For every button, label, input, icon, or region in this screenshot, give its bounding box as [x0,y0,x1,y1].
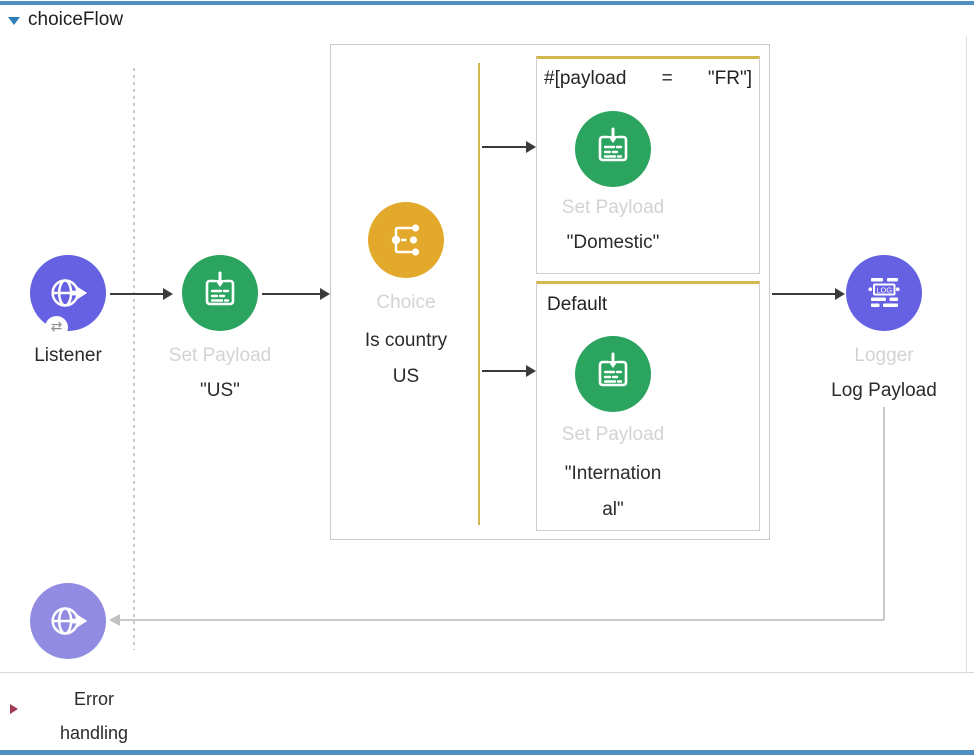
default-branch-box[interactable]: Default Set Payload [536,281,760,531]
set-payload-international-node[interactable]: Set Payload "Internation al" [528,336,698,520]
logger-type-label: Logger [854,345,914,366]
choice-node[interactable]: Choice Is country US [321,202,491,387]
choice-router-line [478,63,480,525]
flow-selection-border-top [0,1,974,5]
http-listener-globe-icon [45,270,91,316]
flow-selection-border-bottom [0,750,974,755]
flow-collapse-toggle-icon[interactable] [8,17,20,25]
error-handling-divider [0,672,974,673]
set-payload-us-node[interactable]: Set Payload "US" [135,255,305,401]
set-payload-domestic-type-label: Set Payload [561,197,665,218]
set-payload-icon [591,127,635,171]
when-branch-box[interactable]: #[payload = "FR"] [536,56,760,274]
choice-circle[interactable] [368,202,444,278]
set-payload-international-name-label: "Internation al" [564,463,662,520]
when-condition-expression[interactable]: #[payload = "FR"] [544,68,752,89]
choice-scope-container[interactable]: Choice Is country US #[payload = "FR"] [330,44,770,540]
choice-type-label: Choice [376,292,436,313]
source-separator [133,68,135,650]
set-payload-us-name-label: "US" [200,380,240,401]
set-payload-domestic-circle[interactable] [575,111,651,187]
choice-name-label: Is country US [364,330,448,387]
canvas-right-border [966,36,967,672]
listener-response-circle[interactable] [30,583,106,659]
listener-node[interactable]: ⇄ Listener [0,255,153,366]
logger-node[interactable]: LOG Logger Log Payload [799,255,969,401]
response-connector-vertical [883,407,885,620]
set-payload-domestic-name-label: "Domestic" [566,232,660,253]
default-branch-arrow [482,365,536,377]
when-branch-arrow [482,141,536,153]
set-payload-icon [591,352,635,396]
http-listener-response-globe-icon [45,598,91,644]
default-branch-label: Default [547,294,608,315]
listener-label: Listener [34,345,102,366]
set-payload-us-circle[interactable] [182,255,258,331]
response-connector-arrowhead-icon [109,614,120,626]
logger-name-label: Log Payload [831,380,937,401]
error-handling-expand-icon[interactable] [10,704,18,714]
set-payload-international-type-label: Set Payload [561,424,665,445]
response-connector-horizontal [120,619,884,621]
svg-text:LOG: LOG [876,286,892,295]
flow-title: choiceFlow [28,9,124,30]
exchange-badge-icon: ⇄ [45,316,68,339]
logger-circle[interactable]: LOG [846,255,922,331]
flow-arrow-choice-logger [772,288,845,300]
set-payload-us-type-label: Set Payload [168,345,272,366]
choice-router-icon [384,218,428,262]
set-payload-domestic-node[interactable]: Set Payload "Domestic" [528,111,698,253]
error-handling-label: Error handling [59,689,129,743]
set-payload-icon [198,271,242,315]
logger-icon: LOG [862,271,906,315]
set-payload-international-circle[interactable] [575,336,651,412]
listener-circle[interactable]: ⇄ [30,255,106,339]
flow-arrow-listener-setpayload [110,288,173,300]
flow-arrow-setpayload-choice [262,288,330,300]
